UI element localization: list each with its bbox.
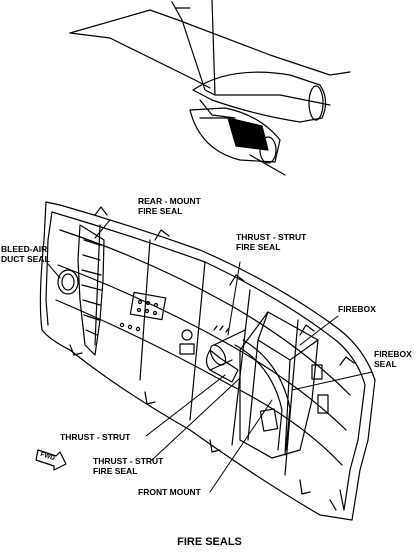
figure-title: FIRE SEALS xyxy=(177,536,242,548)
label-front-mount: FRONT MOUNT xyxy=(138,487,201,497)
firewall-panel xyxy=(40,202,375,520)
fwd-arrow-shape xyxy=(36,450,66,470)
leader-lines xyxy=(48,220,372,492)
label-rear-mount-fire-seal: REAR - MOUNT FIRE SEAL xyxy=(138,196,201,216)
label-firebox-seal: FIREBOX SEAL xyxy=(374,349,412,369)
label-thrust-strut-fire-seal-upper: THRUST - STRUT FIRE SEAL xyxy=(236,232,307,252)
label-thrust-strut-fire-seal-lower: THRUST - STRUT FIRE SEAL xyxy=(93,456,164,476)
label-bleed-air-duct-seal: BLEED-AIR DUCT SEAL xyxy=(1,244,50,264)
label-thrust-strut: THRUST - STRUT xyxy=(60,432,131,442)
aircraft-overview xyxy=(70,0,350,175)
label-firebox: FIREBOX xyxy=(338,304,376,314)
